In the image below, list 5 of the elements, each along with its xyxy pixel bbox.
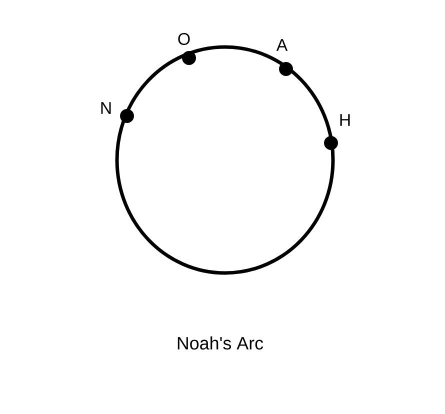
point-label: H [340,114,350,126]
point-label: A [276,39,288,51]
point-label: O [178,33,190,45]
caption: Noah's Arc [178,336,264,350]
point-label: N [101,102,111,114]
